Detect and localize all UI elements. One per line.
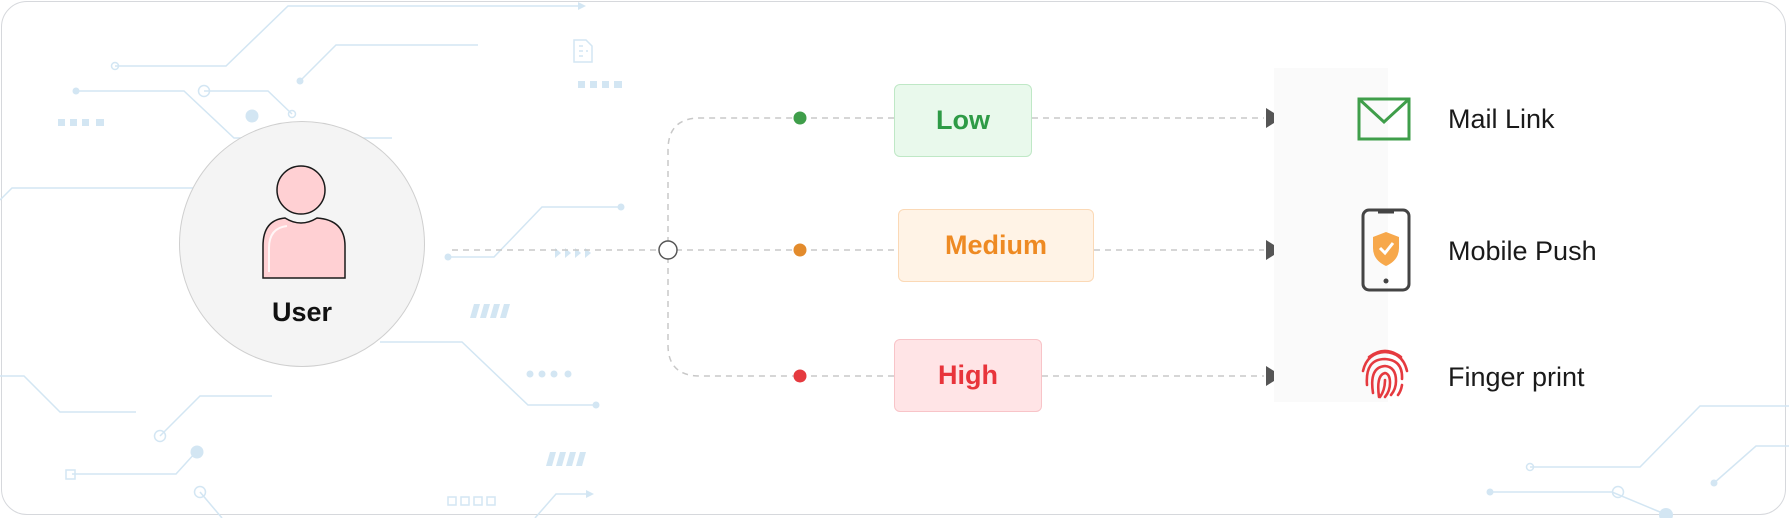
mail-icon: [1357, 97, 1411, 141]
method-mobile-push: Mobile Push: [1448, 236, 1597, 266]
branch-node: [658, 240, 678, 260]
methods-panel: [1274, 68, 1388, 402]
mobile-shield-icon: [1361, 208, 1411, 292]
method-mail-link: Mail Link: [1448, 104, 1555, 134]
user-icon: [262, 165, 346, 279]
user-node: User: [179, 121, 425, 367]
user-label: User: [271, 297, 333, 327]
risk-level-low: Low: [894, 84, 1032, 157]
low-dot: [793, 111, 807, 125]
method-finger-print: Finger print: [1448, 362, 1585, 392]
risk-level-high: High: [894, 339, 1042, 412]
risk-level-medium: Medium: [898, 209, 1094, 282]
branch-up-line: [667, 117, 800, 243]
fingerprint-icon: [1361, 349, 1409, 399]
branch-down-line: [667, 257, 800, 377]
medium-dot: [793, 243, 807, 257]
high-dot: [793, 369, 807, 383]
